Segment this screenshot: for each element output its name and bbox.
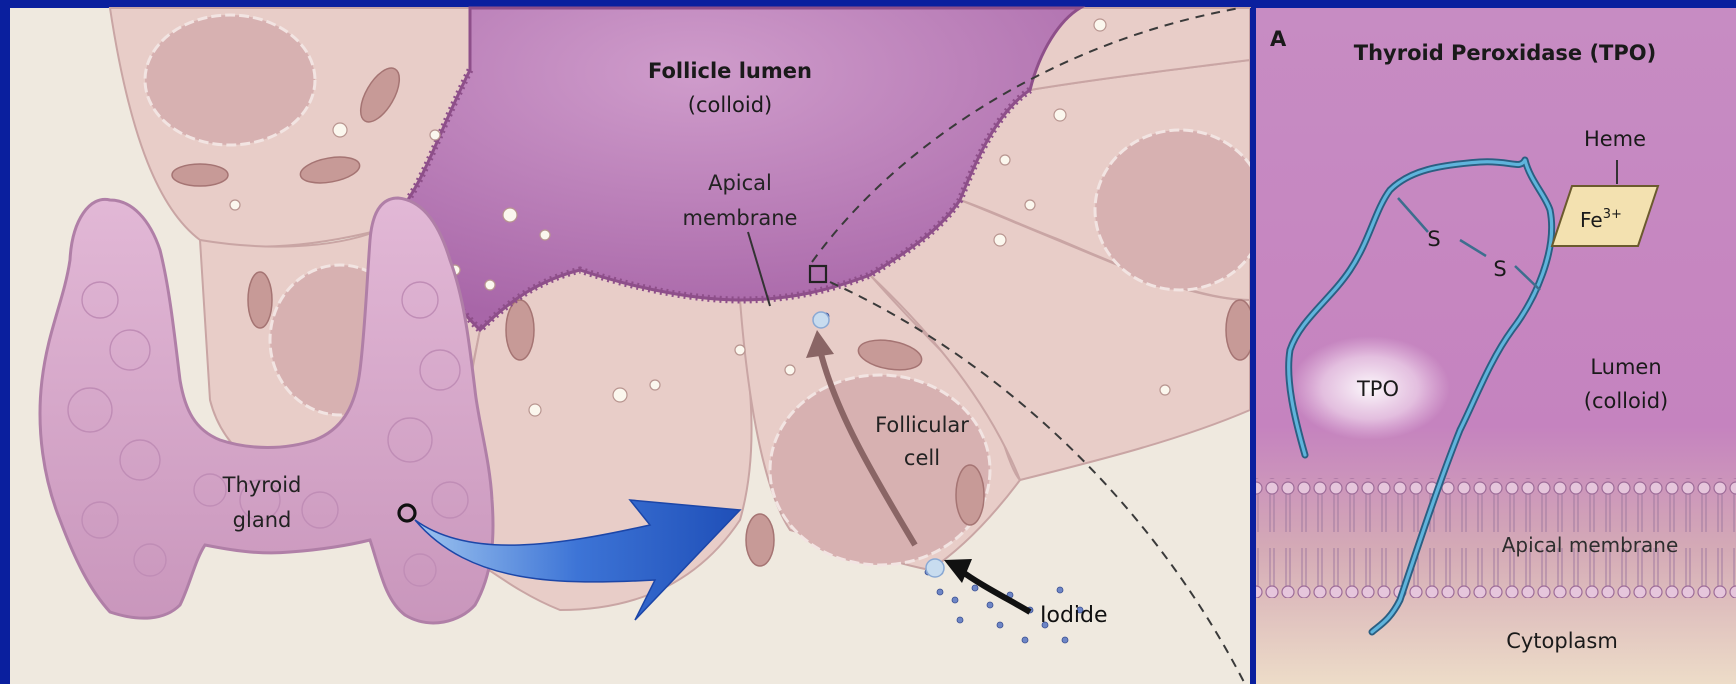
label-lumen-line2: (colloid) — [1584, 389, 1668, 413]
label-heme: Heme — [1584, 127, 1646, 151]
label-follicle-lumen: Follicle lumen — [648, 59, 812, 83]
label-apical-membrane: Apical membrane — [1502, 533, 1679, 557]
label-colloid: (colloid) — [688, 93, 772, 117]
label-sulfur-2: S — [1493, 257, 1506, 281]
iodide-uptake-site — [926, 559, 944, 577]
label-sulfur-1: S — [1427, 227, 1440, 251]
label-apical-line1: Apical — [708, 171, 772, 195]
label-tpo: TPO — [1356, 377, 1399, 401]
iodide-release-site — [813, 312, 829, 328]
label-fe-charge: 3+ — [1603, 207, 1622, 222]
label-follicular-line2: cell — [904, 446, 940, 470]
label-apical-line2: membrane — [683, 206, 798, 230]
label-thyroid-line1: Thyroid — [222, 473, 302, 497]
label-iodide: Iodide — [1040, 603, 1108, 628]
label-lumen-line1: Lumen — [1590, 355, 1661, 379]
panel-letter: A — [1270, 27, 1287, 51]
panel-divider — [1250, 8, 1256, 684]
label-thyroid-line2: gland — [233, 508, 292, 532]
label-follicular-line1: Follicular — [875, 413, 969, 437]
panel-title: Thyroid Peroxidase (TPO) — [1354, 41, 1656, 65]
left-panel: Follicle lumen (colloid) Apical membrane… — [10, 8, 1265, 684]
label-cytoplasm: Cytoplasm — [1506, 629, 1618, 653]
right-panel: A Thyroid Peroxidase (TPO) Heme Fe3+ S S… — [1250, 8, 1736, 684]
label-fe-symbol: Fe — [1580, 208, 1603, 232]
